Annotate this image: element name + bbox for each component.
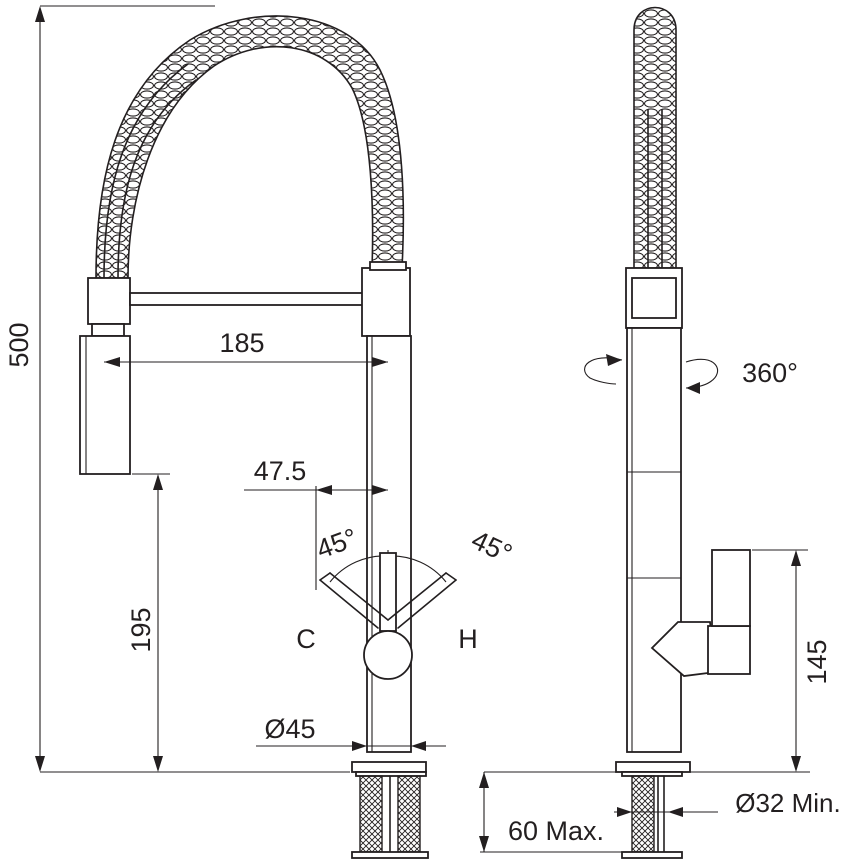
front-view: 500 185 195 [4,5,517,859]
hole-diameter-dimension: Ø32 Min. [614,788,841,818]
hot-angle-label: 45° [467,525,517,569]
lever-handle [319,552,457,680]
side-column [626,327,682,753]
side-mounting-hose [631,775,655,853]
base-plate [351,761,427,773]
handle-height-dimension: 145 [752,549,832,772]
spout-height-dimension-195: 195 [126,473,170,772]
handle-offset-dimension: 47.5 [244,456,388,590]
mounting-hose-hot [397,775,421,853]
side-lever-handle [650,549,751,677]
horizontal-arm [129,292,365,306]
base-diameter-label: Ø45 [264,714,315,744]
hole-diameter-label: Ø32 Min. [735,788,841,818]
hot-label: H [458,624,478,654]
height-dimension-500: 500 [4,5,350,773]
cold-angle-label: 45° [313,522,362,564]
side-view: 360° 145 60 Max. [479,6,841,859]
height-label: 500 [4,322,34,367]
spout-height-label: 195 [126,607,156,652]
mounting-hose-cold [359,775,383,853]
spring-coil [95,15,405,279]
handle-offset-label: 47.5 [254,456,307,486]
deck-thickness-dimension: 60 Max. [479,772,632,853]
cold-label: C [296,624,316,654]
rotation-arrows [584,354,719,394]
column-top-block [361,267,411,337]
deck-thickness-label: 60 Max. [508,816,604,846]
reach-label: 185 [219,328,264,358]
swivel-label: 360° [742,358,798,388]
side-spring-coil [633,6,677,269]
base-diameter-dimension: Ø45 [256,714,446,751]
side-base-plate [615,761,691,773]
spray-head-collar [87,277,131,325]
reach-dimension-185: 185 [104,328,388,367]
spray-head [79,335,131,475]
main-column [366,335,412,753]
handle-height-label: 145 [802,639,832,684]
